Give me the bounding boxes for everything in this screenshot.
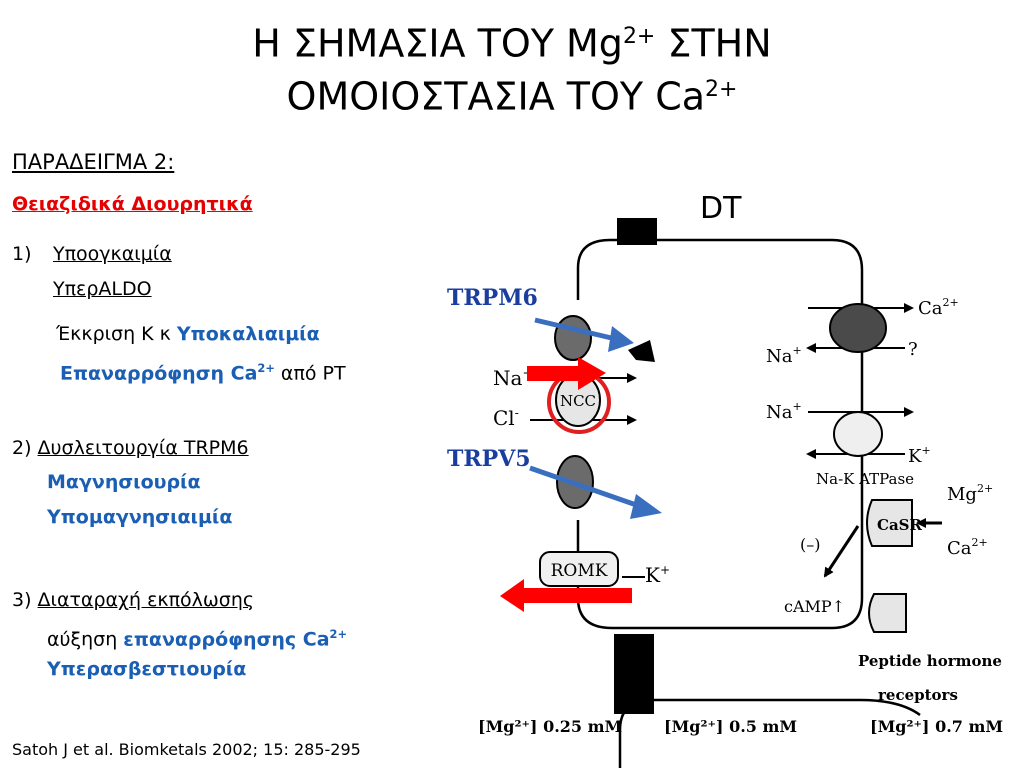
item2-line: 2) Δυσλειτουργία TRPM6 [12,437,249,459]
dt-cell-diagram: DT TRPM6 Na+ Cl- NCC TRPV5 ROMK K+ Ca2+ … [447,191,1003,768]
example-heading: ΠΑΡΑΔΕΙΓΜΑ 2: [12,150,175,174]
mg-symbol [628,340,655,362]
casr-receptor [866,499,913,547]
trpv5-blue-arrowhead [630,494,662,519]
ncc-red-arrow-body [527,366,579,381]
item2-magnesiuria: Μαγνησιουρία [47,471,201,493]
item3-increase: αύξηση επαναρρόφησης Ca2+ [47,627,348,651]
trpv5-label: TRPV5 [447,446,531,472]
romk-channel [539,551,619,587]
romk-red-arrowhead [500,579,524,612]
k-label-luminal: K+ [645,563,670,587]
romk-red-arrow-body [522,588,632,603]
ca-label-basolateral: Ca2+ [918,296,959,319]
slide-title: Η ΣΗΜΑΣΙΑ ΤΟΥ Mg2+ ΣΤΗΝ ΟΜΟΙΟΣΤΑΣΙΑ ΤΟΥ … [0,14,1024,119]
segment-label: DT [700,191,742,226]
camp-label: cAMP↑ [784,597,845,616]
mg-label-basolateral: Mg2+ [947,482,993,505]
casr-label: CaSR [877,516,922,534]
tight-junction-top [617,218,657,245]
nak-atpase-label: Na-K ATPase [816,470,914,488]
romk-label: ROMK [551,561,608,581]
item3-hypercalciuria: Υπερασβεστιουρία [47,658,247,680]
item1-number: 1) [12,243,32,265]
casr-inhibit-arrow [823,525,860,578]
title-line-1: Η ΣΗΜΑΣΙΑ ΤΟΥ Mg2+ ΣΤΗΝ [252,21,772,66]
tight-junction-bottom [614,634,654,714]
ca-label-casr: Ca2+ [947,536,988,559]
item1-k-secretion: Έκκριση Κ κ Υποκαλιαιμία [56,323,320,345]
ncc-label: NCC [560,392,596,410]
mg-conc-lumen: [Mg²⁺] 0.25 mM [478,717,622,736]
cl-label-luminal: Cl- [493,406,519,430]
item1-hyperaldo: ΥπερALDO [53,278,152,300]
trpm6-label: TRPM6 [447,285,538,311]
item2-hypomagnesemia: Υπομαγνησιαιμία [47,506,233,528]
item3-line: 3) Διαταραχή εκπόλωσης [12,589,255,611]
item1-hypovolemia: Υποογκαιμία [53,243,172,265]
trpm6-channel [554,315,592,361]
peptide-label-1: Peptide hormone [858,652,1002,670]
na-label-basolateral-2: Na+ [766,400,802,423]
peptide-label-2: receptors [878,686,958,704]
ca-exchanger [829,303,887,353]
trpm6-blue-arrow [534,317,621,343]
nak-atpase-pump [833,411,883,457]
mg-conc-cell: [Mg²⁺] 0.5 mM [664,717,797,736]
trpv5-blue-arrow [529,465,646,511]
mg-conc-blood: [Mg²⁺] 0.7 mM [870,717,1003,736]
question-mark: ? [908,339,918,360]
trpm6-blue-arrowhead [608,326,634,352]
item1-ca-reabsorption: Επαναρρόφηση Ca2+ από PT [60,361,346,385]
citation: Satoh J et al. Biomketals 2002; 15: 285-… [12,740,361,759]
na-label-luminal: Na+ [493,366,533,390]
k-label-basolateral: K+ [908,444,931,467]
peptide-receptor [868,593,907,633]
cell-outline [576,238,864,630]
drug-heading: Θειαζιδικά Διουρητικά [12,193,253,215]
na-label-basolateral-1: Na+ [766,344,802,367]
title-line-2: ΟΜΟΙΟΣΤΑΣΙΑ ΤΟΥ Ca2+ [286,74,738,119]
ncc-red-arrowhead [578,357,606,390]
inhibit-label: (–) [800,535,820,554]
